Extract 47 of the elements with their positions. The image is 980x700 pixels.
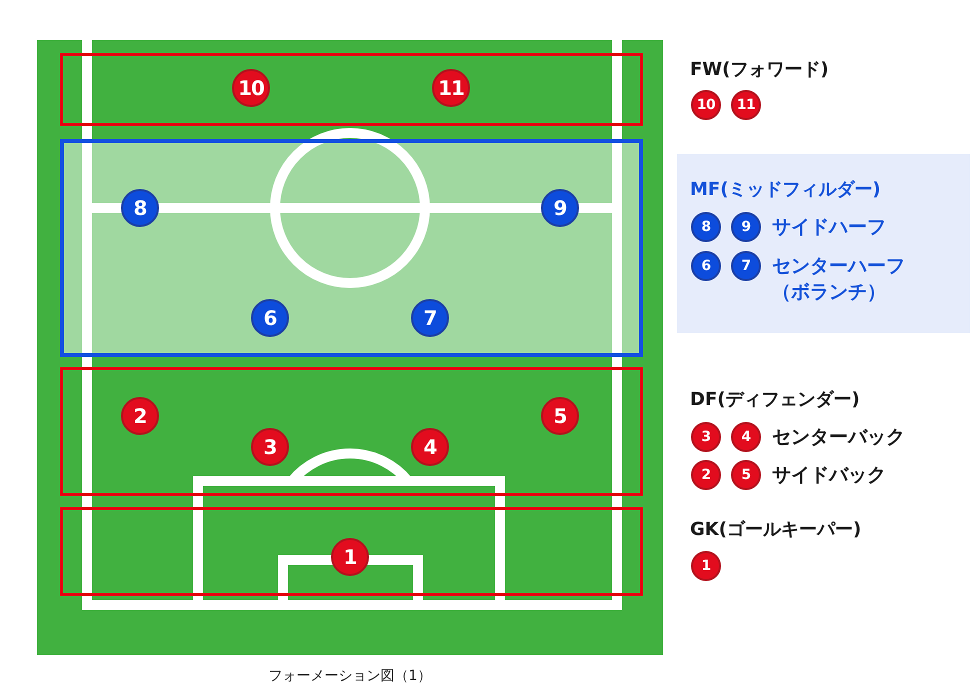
legend-player-marker <box>691 460 721 490</box>
player-number: 10 <box>238 78 264 98</box>
role-text: センターハーフ（ボランチ） <box>772 254 906 305</box>
legend-player-marker <box>691 212 721 242</box>
role-text: サイドハーフ <box>772 215 886 240</box>
player-number: 11 <box>736 98 756 112</box>
position-heading: FW(フォワード) <box>690 59 829 81</box>
player-number: 7 <box>424 308 436 328</box>
player-number: 10 <box>696 98 716 112</box>
player-number: 8 <box>701 220 711 234</box>
player-number: 1 <box>701 559 711 573</box>
player-number: 7 <box>741 259 751 273</box>
position-zone-frame <box>60 507 643 596</box>
position-heading: MF(ミッドフィルダー) <box>690 179 881 201</box>
legend-player-marker <box>691 551 721 581</box>
figure-caption: フォーメーション図（1） <box>268 668 432 684</box>
player-number: 2 <box>701 468 711 482</box>
player-number: 6 <box>701 259 711 273</box>
player-number: 11 <box>438 78 464 98</box>
player-number: 3 <box>701 430 711 444</box>
position-zone-frame <box>60 367 643 496</box>
player-number: 4 <box>424 437 436 457</box>
player-number: 3 <box>264 437 276 457</box>
player-number: 6 <box>264 308 276 328</box>
legend-player-marker <box>731 90 761 120</box>
player-number: 8 <box>134 198 146 218</box>
legend-player-marker <box>731 212 761 242</box>
legend-player-marker <box>731 251 761 281</box>
position-zone-frame <box>60 53 643 126</box>
role-text: サイドバック <box>772 463 886 488</box>
legend-player-marker <box>691 90 721 120</box>
position-zone-frame <box>60 139 643 357</box>
player-number: 2 <box>134 406 146 426</box>
player-number: 9 <box>554 198 566 218</box>
legend-player-marker <box>691 251 721 281</box>
player-number: 1 <box>344 547 356 567</box>
player-number: 4 <box>741 430 751 444</box>
position-heading: DF(ディフェンダー) <box>690 389 860 411</box>
player-number: 9 <box>741 220 751 234</box>
legend-player-marker <box>691 422 721 452</box>
legend-player-marker <box>731 422 761 452</box>
legend-panel <box>677 154 970 333</box>
role-text: センターバック <box>772 425 905 450</box>
player-number: 5 <box>741 468 751 482</box>
player-number: 5 <box>554 406 566 426</box>
position-heading: GK(ゴールキーパー) <box>690 519 862 541</box>
legend-player-marker <box>731 460 761 490</box>
